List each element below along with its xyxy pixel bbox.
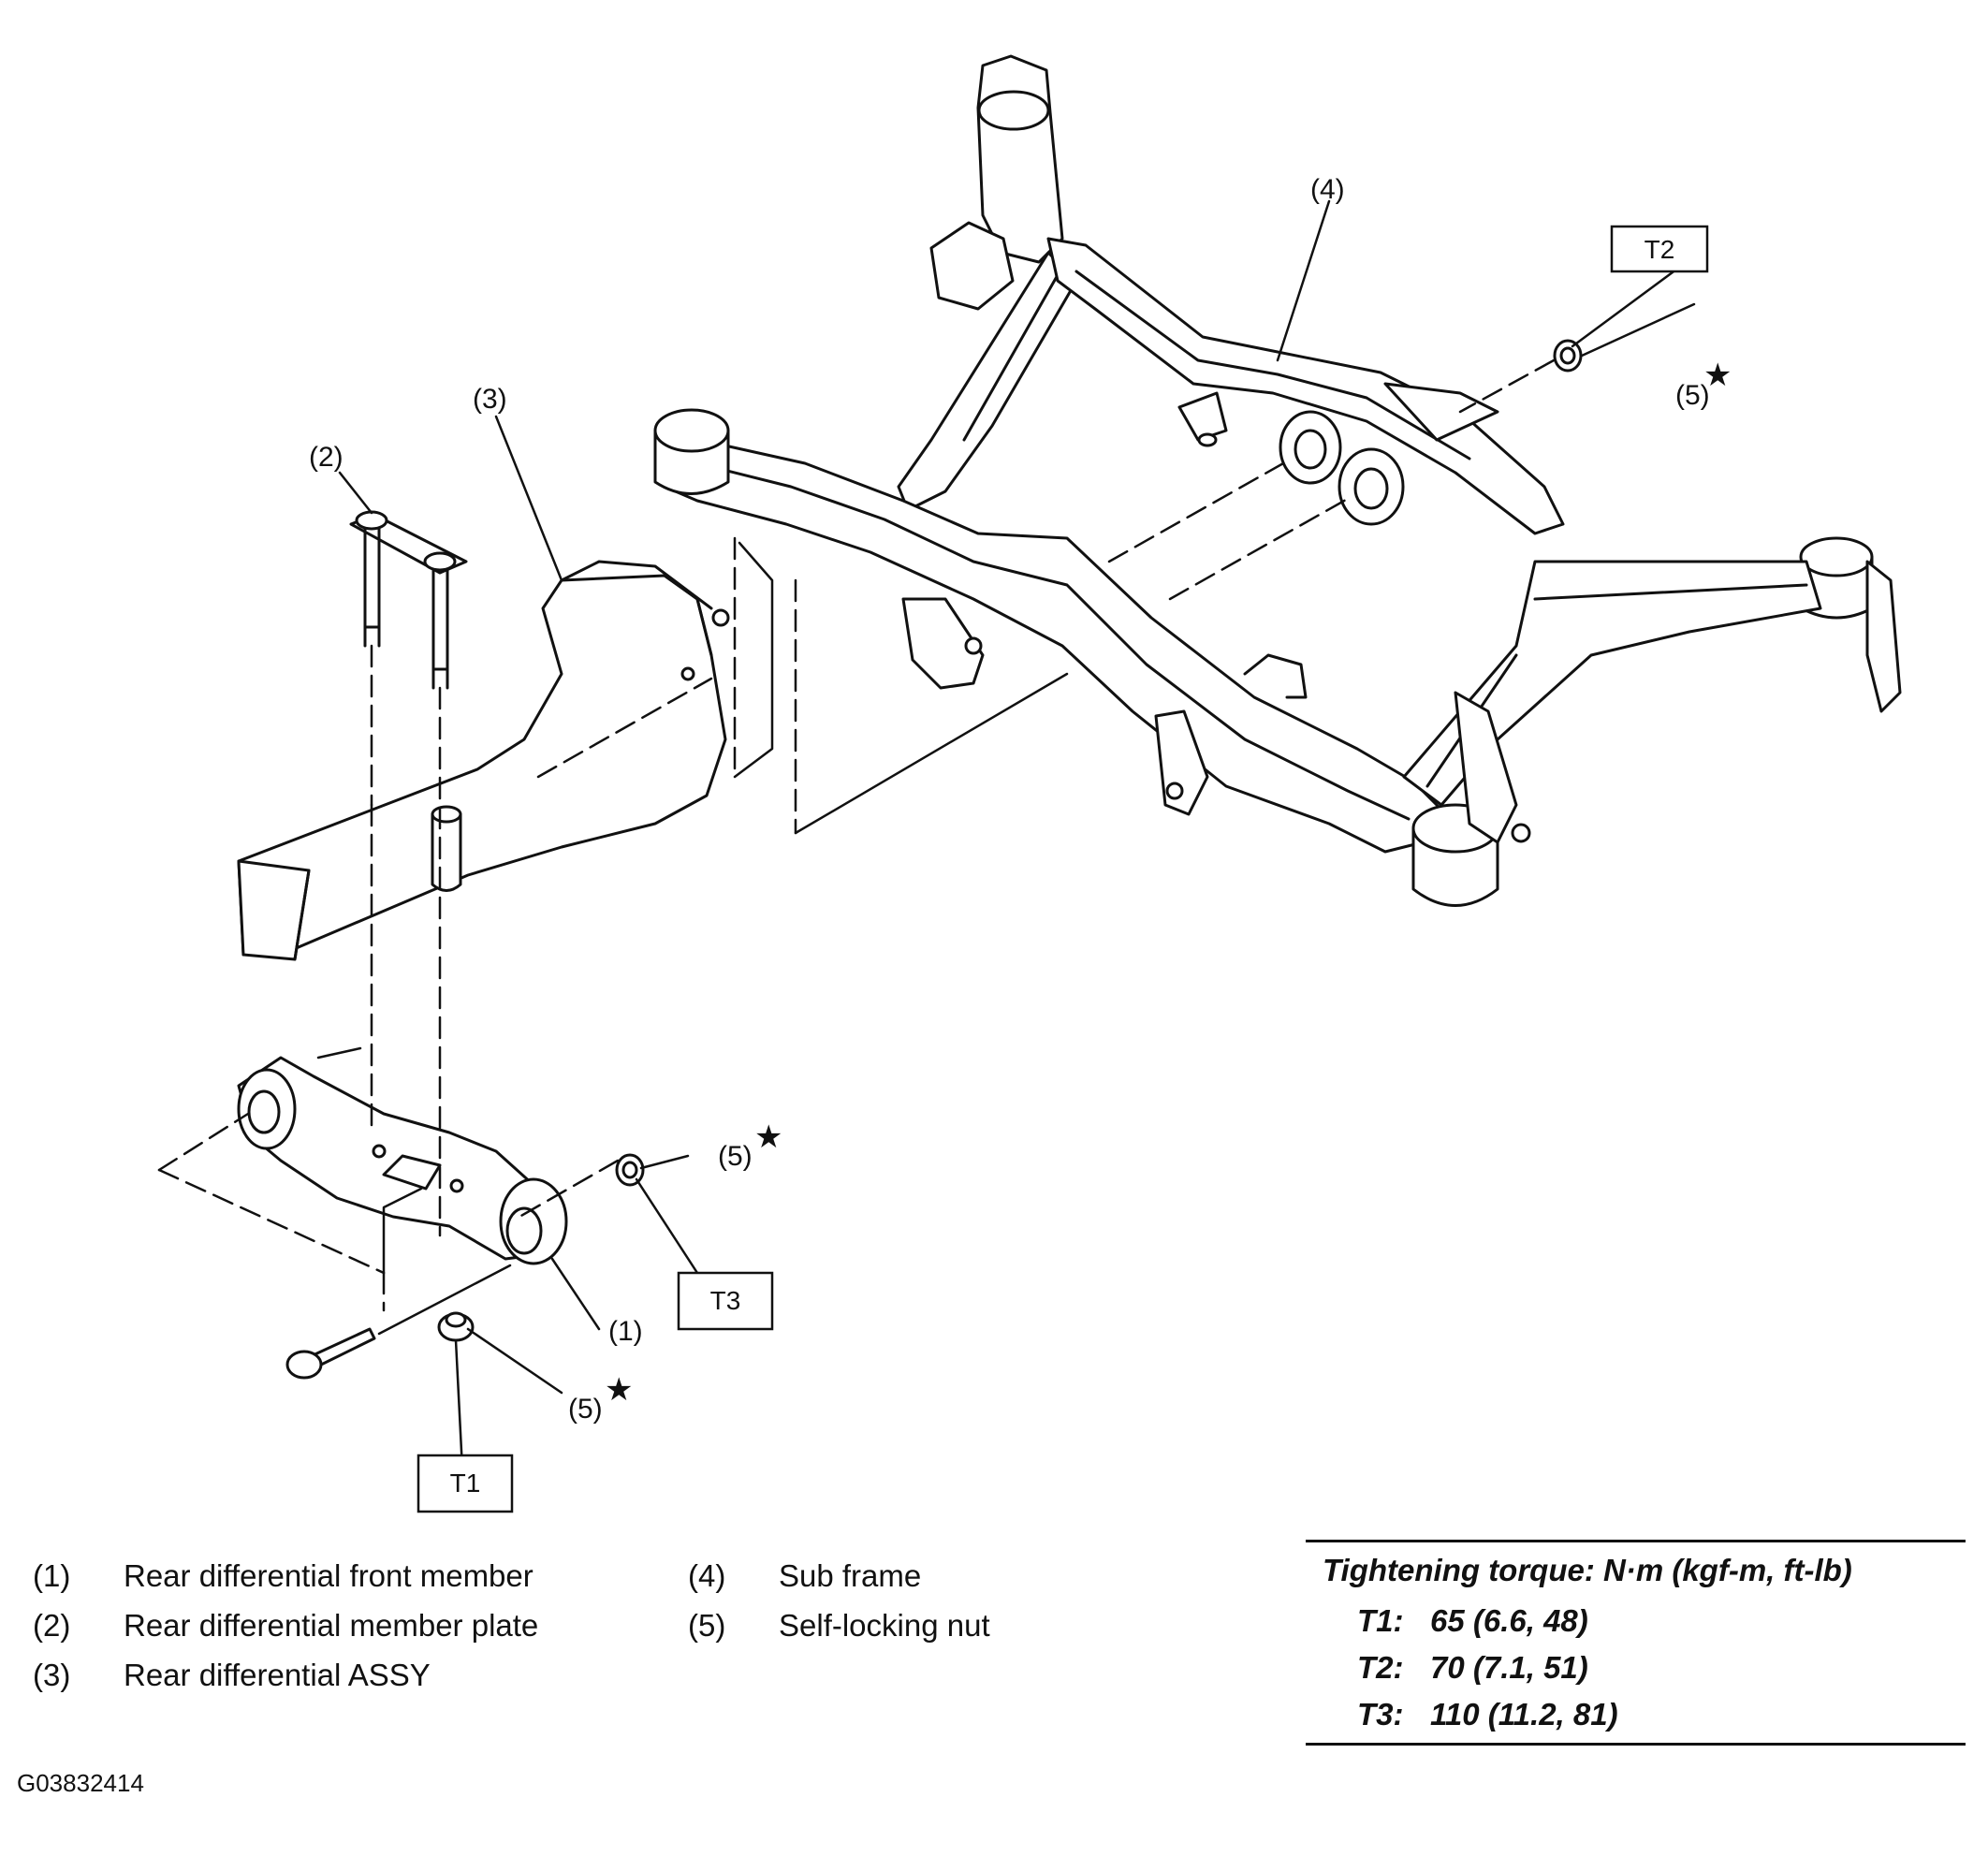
center-lines <box>157 358 1556 1312</box>
leader-lines <box>338 199 1696 1490</box>
star-icon: ★ <box>754 1118 782 1156</box>
star-icon: ★ <box>605 1371 633 1409</box>
svg-text:T1: T1 <box>450 1469 481 1498</box>
callout-3: (3) <box>473 384 507 415</box>
callout-5-lower: (5) <box>568 1394 603 1425</box>
callout-5-subframe: (5) <box>1675 380 1710 411</box>
torque-box-t2: T2 <box>1610 225 1709 273</box>
table-bottom-rule <box>1306 1743 1966 1746</box>
svg-text:T2: T2 <box>1644 235 1675 264</box>
self-locking-nut-lower <box>437 1311 475 1342</box>
bolt <box>285 1327 376 1380</box>
callout-5-front: (5) <box>718 1141 753 1172</box>
svg-text:T3: T3 <box>710 1286 741 1315</box>
torque-box-t3: T3 <box>677 1271 774 1331</box>
tightening-torque-table: Tightening torque: N·m (kgf-m, ft-lb) T1… <box>1306 1540 1966 1732</box>
torque-table-title: Tightening torque: N·m (kgf-m, ft-lb) <box>1323 1553 1852 1587</box>
sub-frame <box>653 54 1902 907</box>
callout-2: (2) <box>309 442 344 473</box>
rear-differential-front-member <box>237 1056 568 1265</box>
reference-frames <box>316 541 1069 1275</box>
torque-box-t1: T1 <box>417 1454 514 1513</box>
rear-differential-member-plate <box>349 510 468 690</box>
table-top-rule <box>1306 1540 1966 1542</box>
callout-1: (1) <box>608 1316 643 1347</box>
self-locking-nut-sub-frame <box>1553 339 1583 373</box>
rear-differential-assy <box>237 560 730 961</box>
star-icon: ★ <box>1703 357 1732 394</box>
self-locking-nut-front-member <box>615 1153 645 1187</box>
figure-id: G03832414 <box>17 1769 144 1797</box>
callout-4: (4) <box>1310 174 1345 205</box>
